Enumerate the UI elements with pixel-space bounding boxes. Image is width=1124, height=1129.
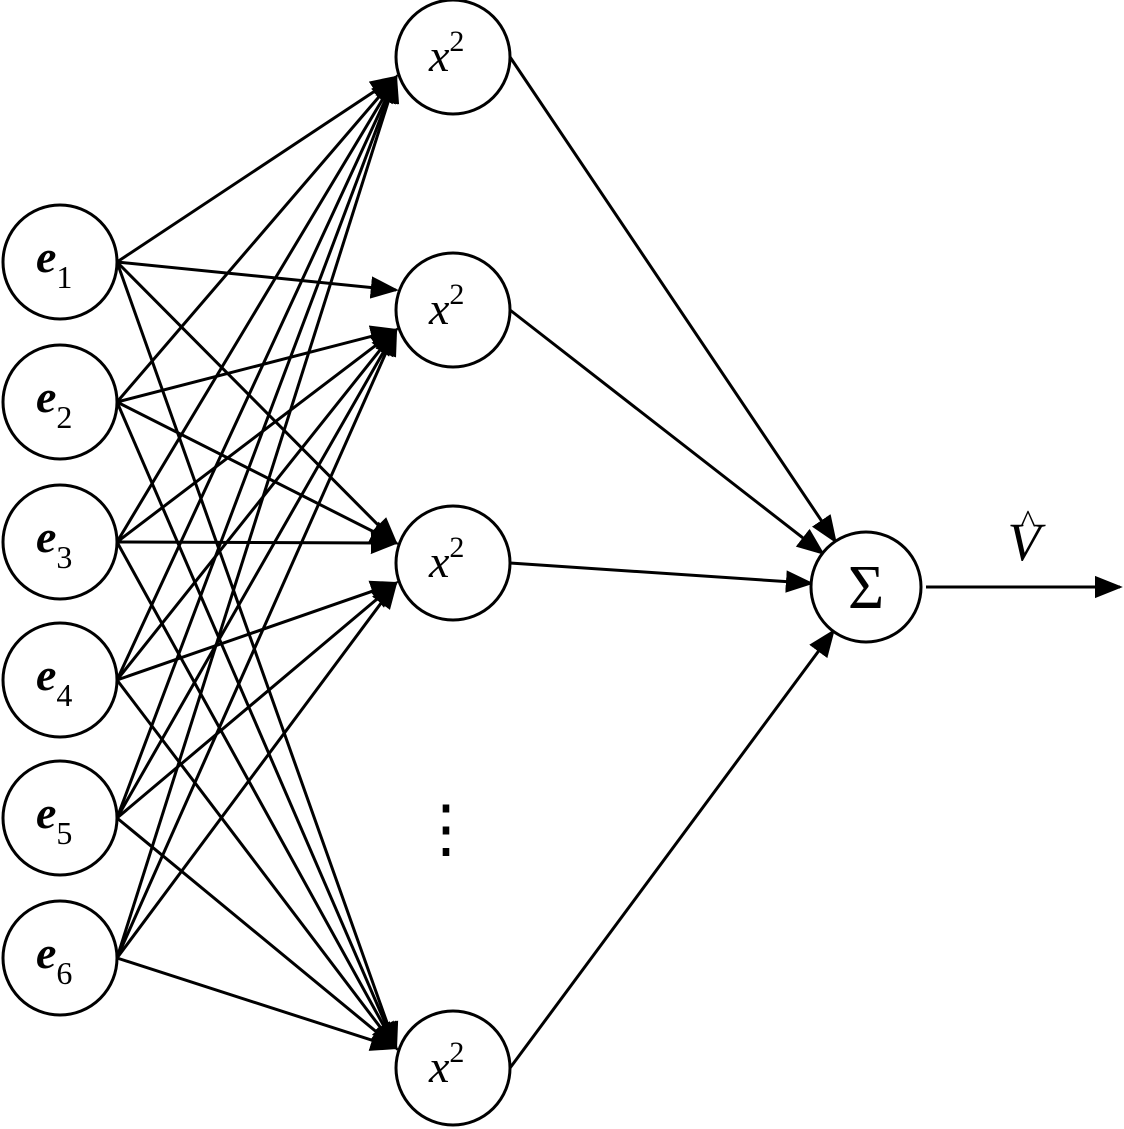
input-node-4: e4 (1, 621, 119, 739)
input-node-label: e2 (36, 371, 72, 435)
hidden-node-label: x2 (428, 1036, 464, 1092)
output-hat: ^ (1020, 504, 1036, 541)
input-node-circle (1, 899, 119, 1017)
edge-e5-h2 (115, 327, 398, 819)
input-node-label: e4 (36, 649, 72, 713)
edge-e2-h1 (115, 74, 398, 403)
hidden-node-3: x2 (394, 504, 512, 622)
input-node-6: e6 (1, 899, 119, 1017)
edge-e5-h1 (115, 74, 398, 819)
edge-e5-h3 (116, 581, 399, 820)
input-node-2: e2 (1, 343, 119, 461)
hidden-node-label: x2 (428, 278, 464, 334)
edge-h1-sum (508, 56, 837, 544)
edge-e1-h2 (116, 260, 399, 299)
sum-symbol: Σ (848, 554, 884, 622)
edge-h3-sum (509, 561, 814, 593)
hidden-node-1: x2 (394, 0, 512, 116)
hidden-node-label: x2 (428, 25, 464, 81)
input-node-circle (1, 483, 119, 601)
hidden-node-4: x2 (394, 1009, 512, 1127)
edge-e3-h4 (115, 541, 398, 1051)
input-node-label: e1 (36, 231, 72, 295)
edge-e1-h1 (116, 75, 399, 264)
edge-e3-h2 (116, 328, 399, 544)
edge-e4-h3 (116, 580, 399, 682)
edge-e4-h1 (115, 74, 398, 681)
hidden-node-2: x2 (394, 251, 512, 369)
input-hidden-edges (115, 74, 400, 1051)
input-node-1: e1 (1, 203, 119, 321)
edge-e4-h4 (115, 679, 398, 1051)
input-node-circle (1, 203, 119, 321)
edge-e1-h4 (115, 261, 399, 1051)
edge-e4-h2 (115, 327, 398, 681)
hidden-node-circle (394, 251, 512, 369)
edge-e1-h3 (115, 260, 398, 545)
input-node-circle (1, 621, 119, 739)
input-node-label: e3 (36, 511, 72, 575)
edge-e6-h4 (116, 956, 399, 1051)
hidden-node-circle (394, 1009, 512, 1127)
edge-e6-h3 (115, 580, 398, 959)
edge-e3-h3 (116, 531, 399, 555)
input-node-label: e6 (36, 927, 72, 991)
input-node-label: e5 (36, 787, 72, 851)
edge-e2-h3 (116, 400, 399, 545)
edge-e2-h2 (116, 325, 399, 404)
input-node-circle (1, 759, 119, 877)
edge-e6-h2 (115, 327, 398, 959)
sum-node (809, 530, 923, 644)
hidden-sum-edges (508, 56, 837, 1069)
input-node-5: e5 (1, 759, 119, 877)
hidden-node-label: x2 (428, 531, 464, 587)
edge-h2-sum (509, 308, 825, 555)
edge-e3-h1 (115, 74, 398, 543)
input-node-3: e3 (1, 483, 119, 601)
edge-e6-h1 (115, 74, 400, 959)
edge-e2-h4 (115, 401, 398, 1051)
input-node-circle (1, 343, 119, 461)
hidden-node-circle (394, 0, 512, 116)
hidden-node-circle (394, 504, 512, 622)
edge-h4-sum (508, 628, 835, 1069)
hidden-layer: x2 x2 x2 x2 (394, 0, 512, 1127)
ellipsis: ⋮ (414, 793, 478, 864)
input-layer: e1 e2 e3 e4 e5 e6 (1, 203, 119, 1017)
output-label: V (1008, 512, 1047, 572)
